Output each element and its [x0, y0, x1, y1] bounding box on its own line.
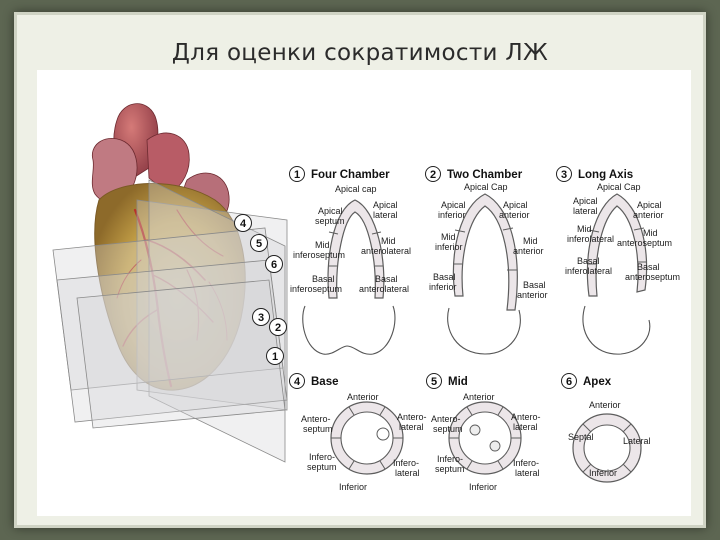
label-anteroseptum: Antero-septum [301, 414, 333, 434]
label-inferolateral: Infero-lateral [393, 458, 420, 478]
view-number: 5 [431, 376, 437, 388]
label-lateral: Lateral [623, 436, 651, 446]
view-number: 2 [430, 169, 436, 181]
plane-label-3: 3 [258, 312, 264, 324]
view-title: Mid [448, 376, 468, 388]
plane-label-1: 1 [272, 351, 278, 363]
label-septal: Septal [568, 432, 594, 442]
label-inferoseptum: Infero-septum [307, 452, 337, 472]
view-mid: 5 Mid Anterior Antero-septum Antero-late… [427, 374, 541, 493]
heart-illustration: 4 5 6 3 2 1 [53, 104, 287, 462]
plane-label-2: 2 [275, 322, 281, 334]
view-title: Four Chamber [311, 169, 390, 181]
figure-svg: 4 5 6 3 2 1 1 Four Chamber Apical cap Ap… [37, 70, 691, 516]
label-inferior: Inferior [339, 482, 367, 492]
view-number: 3 [561, 169, 567, 181]
view-number: 6 [566, 376, 572, 388]
label-apical-cap: Apical Cap [464, 182, 508, 192]
label-anterior: Anterior [347, 392, 379, 402]
view-number: 4 [294, 376, 301, 388]
label-anterolateral: Antero-lateral [511, 412, 541, 432]
label-anterior: Anterior [463, 392, 495, 402]
view-title: Apex [583, 376, 612, 388]
chamber-outline [448, 308, 521, 354]
label-inferior: Inferior [589, 468, 617, 478]
view-number: 1 [294, 169, 300, 181]
view-title: Long Axis [578, 169, 633, 181]
lv-segmentation-figure: 4 5 6 3 2 1 1 Four Chamber Apical cap Ap… [37, 70, 691, 516]
label-anterolateral: Antero-lateral [397, 412, 427, 432]
label-apical-cap: Apical cap [335, 184, 377, 194]
label-anterior: Anterior [589, 400, 621, 410]
view-base: 4 Base Anterior Antero-septum Antero-lat… [290, 374, 427, 493]
label-inferolateral: Infero-lateral [513, 458, 540, 478]
chamber-outline [303, 306, 395, 354]
label-inferior: Inferior [469, 482, 497, 492]
label-anteroseptum: Antero-septum [431, 414, 463, 434]
slide-title: Для оценки сократимости ЛЖ [0, 40, 720, 66]
plane-label-5: 5 [256, 238, 262, 250]
view-title: Two Chamber [447, 169, 523, 181]
plane-label-4: 4 [240, 218, 247, 230]
chamber-outline [583, 306, 650, 354]
label-inferoseptum: Infero-septum [435, 454, 465, 474]
label-apical-cap: Apical Cap [597, 182, 641, 192]
plane-label-6: 6 [271, 259, 277, 271]
view-title: Base [311, 376, 339, 388]
view-apex: 6 Apex Anterior Septal Lateral Inferior [562, 374, 651, 483]
